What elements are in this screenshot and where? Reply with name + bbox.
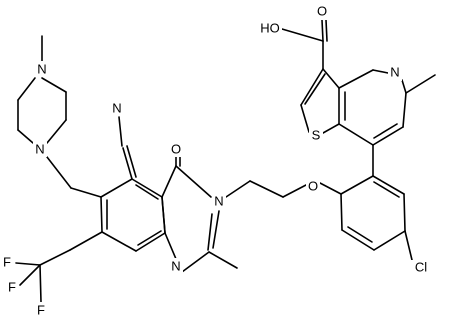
bond-line: [300, 68, 324, 106]
bond-line: [322, 123, 340, 134]
svg-text:F: F: [8, 279, 16, 294]
bond-line: [46, 156, 72, 189]
bond-line: [403, 193, 406, 232]
svg-text:F: F: [37, 302, 45, 317]
atom-s-thiophene: S: [309, 127, 323, 144]
atom-o-carboxyl: O: [315, 3, 329, 20]
bond-line: [122, 147, 133, 180]
atom-n-piperazine: N: [33, 141, 47, 157]
bond-line: [372, 175, 405, 195]
atom-oh-carboxyl: HO: [258, 20, 282, 37]
bond-line: [135, 184, 159, 200]
bond-line: [325, 19, 328, 42]
bond-line: [135, 232, 166, 252]
atom-n-nitrile: N: [110, 100, 124, 116]
bond-line: [100, 196, 103, 233]
atom-f-3: F: [35, 302, 48, 318]
atom-n3-quinazolinone: N: [212, 193, 226, 209]
atom-n-methylpiperazine: N: [35, 61, 49, 77]
atom-f-1: F: [1, 254, 14, 270]
bond-line: [161, 165, 177, 198]
svg-text:F: F: [3, 254, 11, 269]
bond-line: [101, 231, 137, 252]
atom-f-2: F: [6, 279, 19, 295]
bond-line: [304, 73, 326, 105]
bond-line: [404, 230, 413, 261]
svg-text:N: N: [390, 64, 399, 79]
bond-line: [319, 182, 342, 195]
bond-line: [17, 77, 36, 101]
bond-line: [39, 264, 42, 303]
bond-line: [225, 180, 251, 198]
bond-line: [282, 184, 307, 198]
bond-line: [19, 264, 41, 286]
atom-n1-quinazolinone: N: [169, 258, 183, 274]
bond-line: [373, 181, 400, 198]
svg-text:O: O: [171, 141, 181, 156]
bond-line: [208, 251, 238, 269]
bond-line: [340, 175, 374, 195]
svg-text:N: N: [37, 61, 46, 76]
bond-line: [340, 193, 343, 231]
bond-line: [131, 178, 163, 198]
bond-line: [401, 79, 407, 94]
svg-text:HO: HO: [260, 20, 280, 35]
bond-line: [39, 249, 71, 266]
bond-line: [338, 69, 374, 89]
atom-n-pyridine: N: [388, 64, 402, 81]
bond-line: [372, 126, 404, 146]
bond-line: [300, 104, 310, 133]
bond-line: [405, 74, 436, 94]
bond-line: [164, 232, 177, 260]
svg-text:O: O: [317, 3, 327, 18]
bond-line: [402, 92, 407, 128]
bond-line: [137, 230, 162, 246]
bond-line: [341, 229, 375, 251]
bond-line: [373, 123, 398, 139]
bond-line: [46, 119, 67, 144]
bond-line: [322, 68, 340, 89]
svg-text:Cl: Cl: [415, 259, 427, 274]
bond-line: [175, 165, 212, 198]
bond-line: [161, 196, 166, 234]
svg-text:N: N: [214, 193, 223, 208]
svg-text:N: N: [112, 100, 121, 115]
svg-text:O: O: [308, 178, 318, 193]
atom-cl: Cl: [410, 259, 432, 276]
bond-line: [15, 262, 41, 266]
bond-line: [338, 123, 374, 146]
bond-line: [100, 178, 133, 198]
bond-line: [373, 230, 406, 251]
bond-line: [69, 231, 103, 251]
bond-line: [207, 213, 213, 251]
svg-text:N: N: [35, 141, 44, 156]
bond-line: [70, 187, 102, 198]
bond-line: [212, 210, 220, 249]
bond-line: [281, 28, 324, 42]
atom-o-ether: O: [306, 178, 320, 195]
bond-line: [41, 77, 67, 93]
svg-text:S: S: [312, 127, 321, 142]
bond-line: [321, 19, 324, 42]
atom-labels: N N N O N N F F F O Cl S N O HO: [1, 3, 432, 318]
bond-line: [372, 69, 389, 74]
bond-line: [118, 116, 123, 147]
bond-lines: [15, 19, 436, 303]
bond-line: [17, 129, 34, 144]
bond-line: [181, 251, 210, 273]
svg-text:N: N: [171, 258, 180, 273]
bond-line: [347, 226, 373, 243]
bond-line: [126, 145, 137, 178]
bond-line: [249, 180, 284, 198]
atom-o-carbonyl: O: [169, 141, 183, 157]
